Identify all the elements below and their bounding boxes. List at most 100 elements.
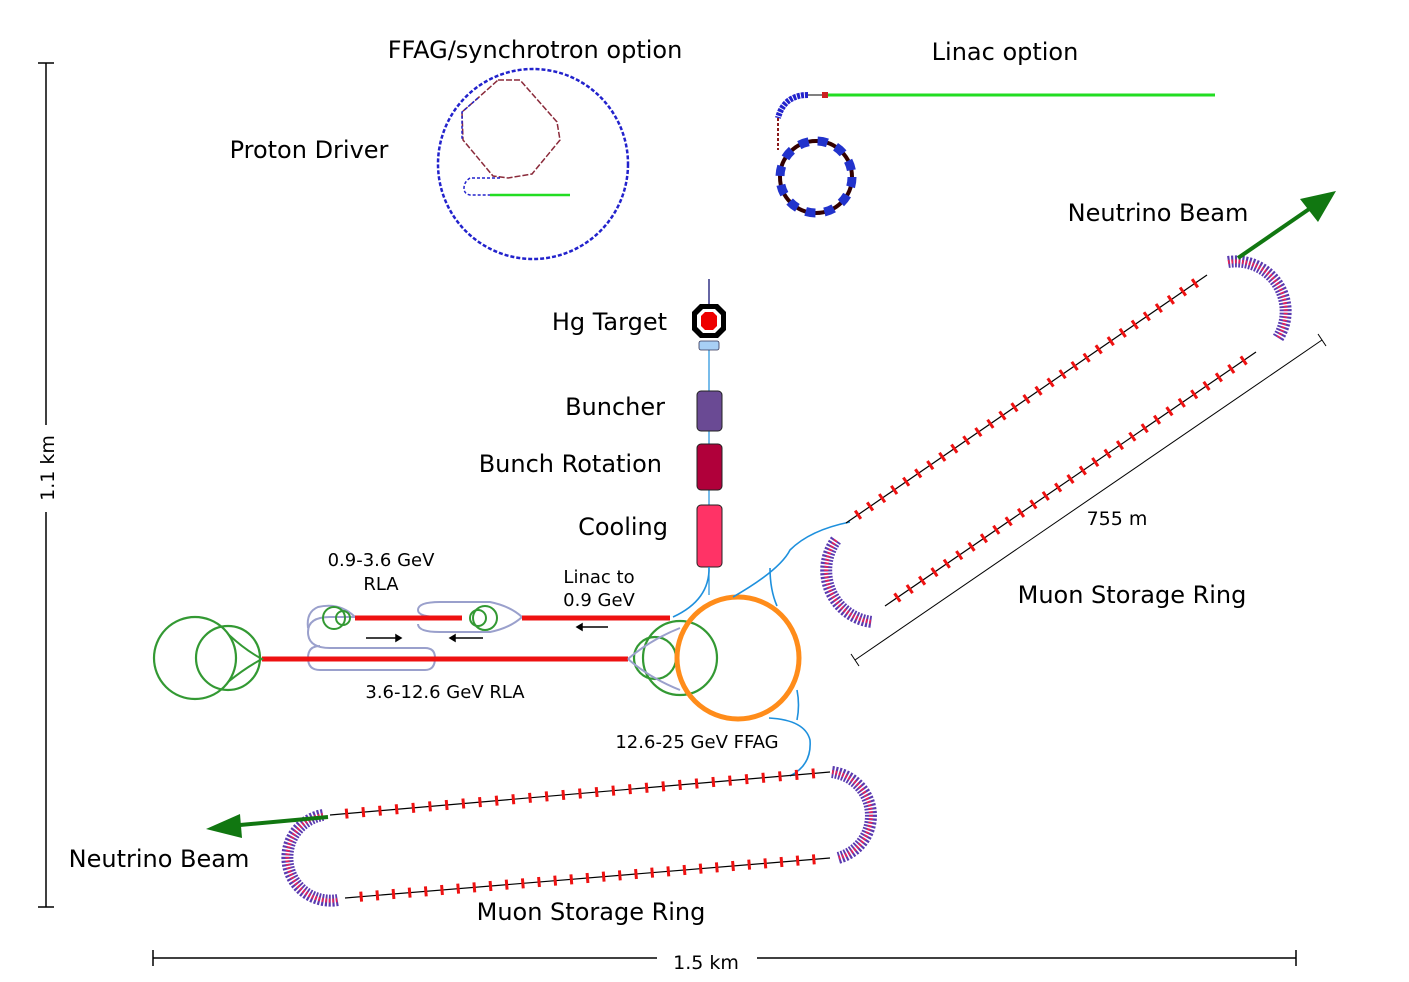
neutrino-beam-arrow-lower [206, 814, 329, 838]
quadrupole-magnet [378, 805, 382, 816]
neutrino-beam-lower-label: Neutrino Beam [69, 845, 250, 873]
quadrupole-magnet [728, 775, 732, 786]
quadrupole-magnet [1178, 286, 1188, 297]
quadrupole-magnet [761, 772, 766, 783]
quadrupole-magnet [1165, 406, 1174, 417]
quadrupole-magnet [601, 871, 606, 882]
quadrupole-magnet [974, 427, 983, 438]
cooling-block [696, 504, 723, 568]
quadrupole-magnet [778, 771, 782, 782]
direction-arrow-left [575, 622, 608, 632]
quadrupole-magnet [979, 533, 988, 544]
quadrupole-magnet [361, 807, 366, 818]
ffag-option-title: FFAG/synchrotron option [388, 36, 683, 64]
quadrupole-magnet [1153, 414, 1162, 425]
quadrupole-magnet [394, 804, 399, 815]
quadrupole-magnet [853, 509, 863, 520]
cooling-label: Cooling [578, 513, 668, 541]
quadrupole-magnet [1190, 389, 1199, 400]
quadrupole-magnet [494, 795, 499, 806]
quadrupole-magnet [942, 558, 951, 569]
quadrupole-magnet [678, 779, 682, 791]
quadrupole-magnet [682, 864, 687, 876]
quadrupole-magnet [967, 541, 976, 552]
quadrupole-magnet [650, 867, 655, 878]
quadrupole-magnet [1010, 402, 1019, 413]
quadrupole-magnet [1142, 311, 1151, 322]
quadrupole-magnet [359, 891, 364, 902]
quadrupole-magnet [779, 856, 784, 868]
quadrupole-magnet [811, 854, 816, 865]
quadrupole-magnet [1103, 448, 1112, 459]
ring-length-label: 755 m [1087, 508, 1148, 530]
quadrupole-magnet [537, 876, 541, 888]
quadrupole-magnet [634, 868, 638, 880]
quadrupole-magnet [1190, 278, 1200, 289]
rla2-label: 3.6-12.6 GeV RLA [365, 682, 525, 703]
proton-driver-label: Proton Driver [230, 136, 389, 164]
quadrupole-magnet [1166, 294, 1175, 305]
quadrupole-magnet [865, 501, 875, 512]
quadrupole-magnet [644, 782, 649, 793]
quadrupole-magnet [585, 872, 590, 884]
quadrupole-magnet [1054, 482, 1063, 493]
quadrupole-magnet [998, 410, 1007, 421]
buncher-label: Buncher [565, 393, 665, 421]
quadrupole-magnet [504, 879, 509, 890]
ring-length-dimension [850, 333, 1327, 667]
quadrupole-magnet [1128, 431, 1137, 442]
quadrupole-magnet [794, 769, 799, 780]
quadrupole-magnet [561, 789, 566, 801]
quadrupole-magnet [1034, 385, 1043, 396]
quadrupole-magnet [666, 866, 671, 877]
quadrupole-magnet [1202, 380, 1211, 391]
bunch-rotation-block [696, 443, 723, 491]
quadrupole-magnet [1154, 303, 1163, 314]
ffag-label: 12.6-25 GeV FFAG [615, 732, 778, 753]
quadrupole-magnet [520, 878, 525, 889]
quadrupole-magnet [544, 791, 549, 802]
linac-label-line1: Linac to [563, 567, 634, 588]
quadrupole-magnet [747, 859, 752, 870]
vertical-scale-bar: 1.1 km [37, 62, 59, 908]
quadrupole-magnet [890, 484, 899, 495]
rla1-label-line2: RLA [363, 574, 399, 595]
quadrupole-magnet [488, 880, 493, 892]
quadrupole-magnet [878, 493, 887, 504]
horizontal-scale-label: 1.5 km [673, 952, 739, 974]
quadrupole-magnet [1046, 377, 1055, 388]
muon-ring-upper-label: Muon Storage Ring [1018, 581, 1247, 609]
quadrupole-magnet [1106, 336, 1115, 347]
quadrupole-magnet [1004, 516, 1013, 527]
neutrino-beam-upper-label: Neutrino Beam [1068, 199, 1249, 227]
rla1-label-line1: 0.9-3.6 GeV [328, 550, 435, 571]
transfer-lines [732, 521, 851, 777]
quadrupole-magnet [930, 567, 939, 578]
quadrupole-magnet [1070, 360, 1079, 371]
quadrupole-magnet [1058, 369, 1067, 380]
quadrupole-magnet [1239, 355, 1248, 366]
quadrupole-magnet [461, 798, 466, 809]
quadrupole-magnet [986, 418, 995, 429]
quadrupole-magnet [962, 435, 971, 446]
quadrupole-magnet [478, 796, 482, 808]
quadrupole-magnet [440, 884, 444, 896]
quadrupole-magnet [407, 887, 412, 898]
muon-storage-ring-lower [281, 766, 877, 907]
quadrupole-magnet [611, 785, 616, 796]
quadrupole-magnet [893, 592, 902, 603]
muon-ring-lower-label: Muon Storage Ring [477, 898, 706, 926]
muon-storage-ring-upper [820, 255, 1292, 628]
quadrupole-magnet [926, 460, 935, 471]
quadrupole-magnet [938, 451, 947, 462]
direction-arrow-left [448, 633, 483, 643]
quadrupole-magnet [456, 883, 461, 894]
quadrupole-magnet [528, 792, 532, 803]
quadrupole-magnet [731, 860, 735, 872]
ffag-ring [674, 594, 802, 722]
quadrupole-magnet [955, 550, 964, 561]
quadrupole-magnet [1082, 352, 1091, 363]
hg-target-label: Hg Target [552, 308, 667, 336]
quadrupole-magnet [914, 468, 923, 479]
